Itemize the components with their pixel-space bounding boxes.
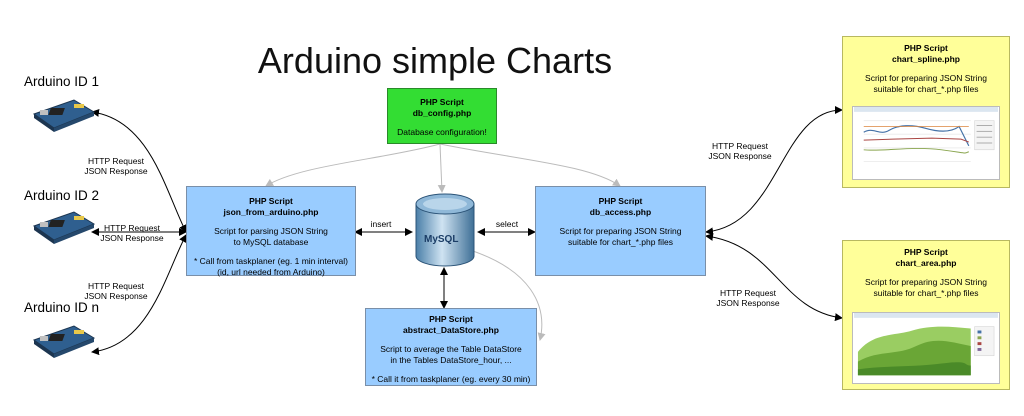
http-label-right-top: HTTP Request JSON Response <box>704 141 776 161</box>
box-heading: PHP Script <box>249 196 293 206</box>
abstract-datastore-box: PHP Script abstract_DataStore.php Script… <box>365 308 537 386</box>
spline-chart-screenshot <box>852 106 1000 180</box>
http-label-left-mid: HTTP Request JSON Response <box>98 223 166 243</box>
box-description: to MySQL database <box>233 237 309 247</box>
box-description: suitable for chart_*.php files <box>568 237 673 247</box>
arrow-dbaccess-spline <box>705 106 843 236</box>
arrow-arduinon-json <box>91 234 187 356</box>
http-label-left-top: HTTP Request JSON Response <box>82 156 150 176</box>
http-request-text: HTTP Request <box>87 156 145 166</box>
box-description: suitable for chart_*.php files <box>873 84 979 94</box>
box-description: Database configuration! <box>397 127 487 137</box>
json-response-text: JSON Response <box>84 166 148 176</box>
box-heading: PHP Script <box>429 314 473 324</box>
arduino-board-2-image <box>32 211 96 244</box>
arrow-config-json <box>265 143 441 187</box>
box-description: Script for preparing JSON String <box>865 73 987 83</box>
arduino-board-1-image <box>32 99 96 132</box>
box-filename: chart_area.php <box>895 258 957 268</box>
box-note: * Call from taskplaner (eg. 1 min interv… <box>193 256 348 266</box>
mysql-logo-text: MySQL <box>424 234 458 245</box>
box-heading: PHP Script <box>420 97 464 107</box>
arrow-mysql-datastore-gray <box>469 249 546 341</box>
http-request-text: HTTP Request <box>719 288 777 298</box>
http-label-left-bottom: HTTP Request JSON Response <box>82 281 150 301</box>
box-filename: db_access.php <box>589 207 652 217</box>
diagram-title: Arduino simple Charts <box>257 40 613 81</box>
json-from-arduino-box: PHP Script json_from_arduino.php Script … <box>186 186 356 277</box>
box-description: Script for preparing JSON String <box>559 226 682 236</box>
db-config-box: PHP Script db_config.php Database config… <box>387 88 497 144</box>
json-response-text: JSON Response <box>84 291 148 301</box>
box-description: Script to average the Table DataStore <box>380 344 522 354</box>
box-description: Script for parsing JSON String <box>214 226 328 236</box>
arrow-config-mysql <box>437 143 446 193</box>
select-label: select <box>495 219 519 229</box>
arduino-n-label: Arduino ID n <box>24 300 100 315</box>
json-response-text: JSON Response <box>100 233 164 243</box>
json-response-text: JSON Response <box>708 151 772 161</box>
box-description: in the Tables DataStore_hour, ... <box>390 355 512 365</box>
box-heading: PHP Script <box>598 196 643 206</box>
http-label-right-bottom: HTTP Request JSON Response <box>712 288 784 308</box>
box-note: (id, url needed from Arduino) <box>217 267 325 277</box>
box-filename: abstract_DataStore.php <box>403 325 499 335</box>
arrow-dbaccess-area <box>705 232 843 322</box>
box-description: Script for preparing JSON String <box>865 277 987 287</box>
box-filename: chart_spline.php <box>891 54 960 64</box>
db-access-box: PHP Script db_access.php Script for prep… <box>535 186 706 276</box>
box-description: suitable for chart_*.php files <box>873 288 979 298</box>
area-chart-screenshot <box>852 312 1000 384</box>
mysql-database-icon: MySQL <box>415 193 475 267</box>
box-filename: db_config.php <box>412 108 472 118</box>
http-request-text: HTTP Request <box>711 141 769 151</box>
json-response-text: JSON Response <box>716 298 780 308</box>
http-request-text: HTTP Request <box>87 281 145 291</box>
box-heading: PHP Script <box>904 43 948 53</box>
box-filename: json_from_arduino.php <box>223 207 319 217</box>
insert-label: insert <box>370 219 392 229</box>
box-heading: PHP Script <box>904 247 948 257</box>
arduino-board-n-image <box>32 325 96 358</box>
arduino-2-label: Arduino ID 2 <box>24 188 100 203</box>
box-note: * Call it from taskplaner (eg. every 30 … <box>371 374 531 384</box>
arrow-config-dbaccess <box>439 143 621 187</box>
arrow-arduino1-json <box>91 109 187 233</box>
http-request-text: HTTP Request <box>103 223 161 233</box>
arduino-1-label: Arduino ID 1 <box>24 74 100 89</box>
